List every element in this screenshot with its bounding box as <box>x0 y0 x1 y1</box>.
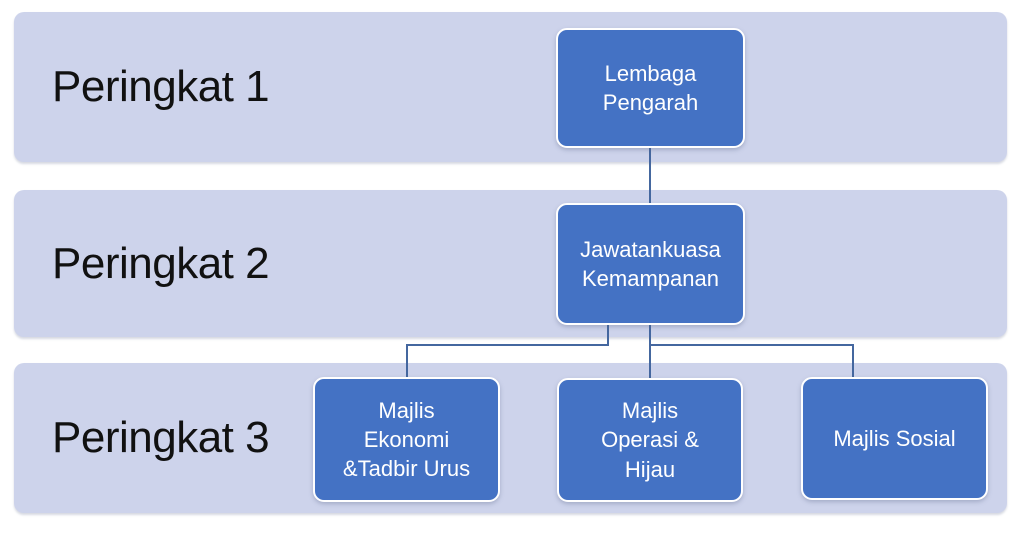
connector-jawatankuasa-to-majlis-ekonomi-segment-drop <box>406 344 408 378</box>
connector-jawatankuasa-to-majlis-sosial-segment-across <box>649 344 854 346</box>
connector-lembaga-pengarah-to-jawatankuasa <box>649 148 651 204</box>
connector-jawatankuasa-to-majlis-ekonomi-segment-across <box>406 344 609 346</box>
node-majlis-ekonomi-tadbir-urus: Majlis Ekonomi &Tadbir Urus <box>313 377 500 502</box>
node-lembaga-pengarah-label: Lembaga Pengarah <box>602 60 699 115</box>
node-majlis-operasi-hijau: Majlis Operasi & Hijau <box>557 378 743 502</box>
level-label-peringkat-3: Peringkat 3 <box>52 413 270 462</box>
level-label-peringkat-2: Peringkat 2 <box>52 238 270 288</box>
node-jawatankuasa-kemampanan-label: Jawatankuasa Kemampanan <box>580 236 721 291</box>
connector-jawatankuasa-to-majlis-sosial-segment-drop <box>852 344 854 378</box>
node-majlis-sosial-label: Majlis Sosial <box>833 425 956 451</box>
level-label-peringkat-1: Peringkat 1 <box>52 62 270 111</box>
node-lembaga-pengarah: Lembaga Pengarah <box>556 28 745 148</box>
connector-jawatankuasa-to-majlis-ekonomi-segment-down <box>607 325 609 346</box>
level-band-peringkat-1: Peringkat 1 <box>14 12 1007 162</box>
node-majlis-sosial: Majlis Sosial <box>801 377 988 500</box>
node-jawatankuasa-kemampanan: Jawatankuasa Kemampanan <box>556 203 745 325</box>
node-majlis-operasi-hijau-label: Majlis Operasi & Hijau <box>601 398 699 482</box>
connector-jawatankuasa-to-majlis-operasi <box>649 325 651 378</box>
node-majlis-ekonomi-tadbir-urus-label: Majlis Ekonomi &Tadbir Urus <box>342 397 471 482</box>
level-band-peringkat-2: Peringkat 2 <box>14 190 1007 337</box>
